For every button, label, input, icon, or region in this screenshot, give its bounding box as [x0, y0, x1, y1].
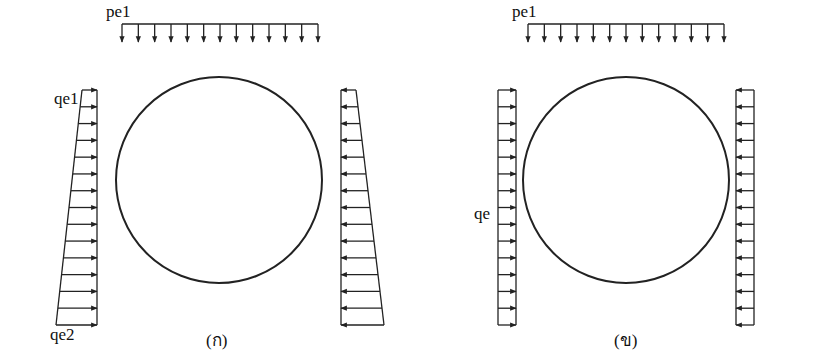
load-label: qe2 — [50, 326, 75, 343]
figure-caption: (ก) — [206, 332, 227, 349]
load-label: pe1 — [512, 3, 537, 20]
load-label: pe1 — [106, 3, 131, 20]
load-arrows — [56, 24, 754, 325]
load-label: qe — [474, 205, 490, 222]
tunnel-lining — [116, 77, 322, 283]
figure-caption: (ข) — [614, 332, 637, 349]
tunnel-lining — [523, 77, 729, 283]
load-label: qe1 — [54, 90, 79, 107]
